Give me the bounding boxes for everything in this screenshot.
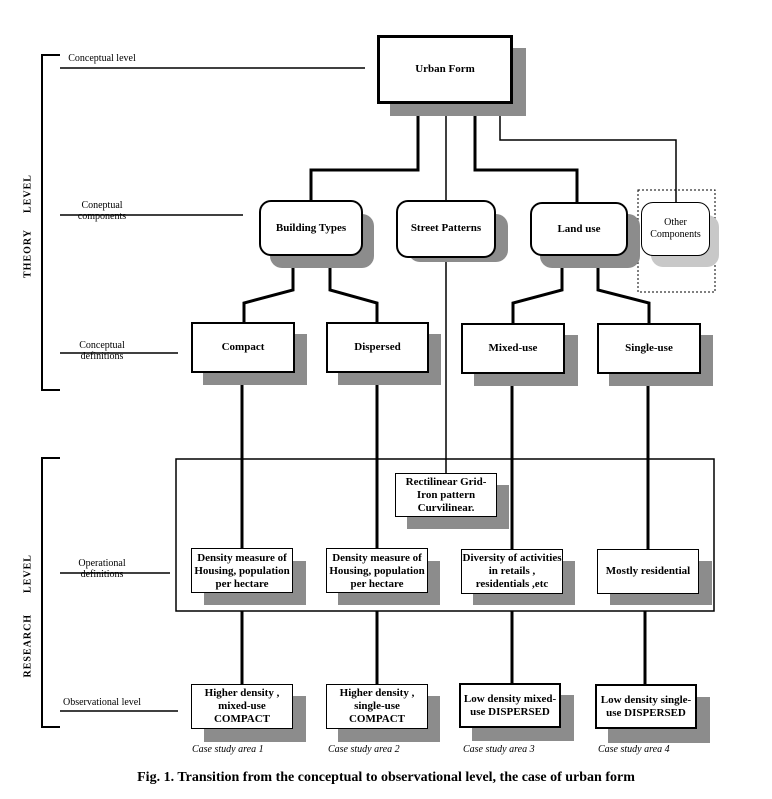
street-patterns-operational-node: Rectilinear Grid-Iron pattern Curvilinea… bbox=[395, 473, 497, 517]
theory-bracket bbox=[41, 54, 60, 391]
mixed-use-node: Mixed-use bbox=[461, 323, 565, 374]
operational-frame bbox=[175, 458, 715, 612]
connector-building-compact bbox=[242, 255, 295, 323]
case-study-label-1: Case study area 1 bbox=[192, 744, 264, 755]
label-conceptual-definitions: Conceptual definitions bbox=[79, 340, 125, 362]
urban-form-node: Urban Form bbox=[377, 35, 513, 104]
mostly-residential-node: Mostly residential bbox=[597, 549, 699, 594]
compact-node: Compact bbox=[191, 322, 295, 373]
figure-caption: Fig. 1. Transition from the conceptual t… bbox=[137, 770, 635, 785]
label-operational-definitions: Operational definitions bbox=[78, 558, 126, 580]
observation-node-4: Low density single-use DISPERSED bbox=[595, 684, 697, 729]
case-study-label-2: Case study area 2 bbox=[328, 744, 400, 755]
vertical-label-research-level: LEVEL bbox=[22, 554, 34, 593]
density-measure-node-2: Density measure of Housing, population p… bbox=[326, 548, 428, 593]
connector-land-mixed bbox=[511, 255, 564, 323]
building-types-node: Building Types bbox=[259, 200, 363, 256]
diversity-node: Diversity of activities in retails , res… bbox=[461, 549, 563, 594]
connector-urban-building bbox=[309, 104, 420, 200]
research-bracket bbox=[41, 457, 60, 728]
connector-land-single bbox=[596, 255, 651, 323]
label-observational-level: Observational level bbox=[62, 697, 142, 708]
label-coneptual-components: Coneptual components bbox=[77, 200, 127, 222]
vertical-label-research: RESEARCH bbox=[22, 613, 34, 678]
vertical-label-theory: THEORY bbox=[22, 229, 34, 278]
case-study-label-3: Case study area 3 bbox=[463, 744, 535, 755]
single-use-node: Single-use bbox=[597, 323, 701, 374]
connector-building-dispersed bbox=[328, 255, 379, 322]
label-conceptual-level: Conceptual level bbox=[68, 53, 136, 64]
dispersed-node: Dispersed bbox=[326, 322, 429, 373]
connector-urban-land bbox=[473, 104, 579, 202]
street-patterns-node: Street Patterns bbox=[396, 200, 496, 258]
observation-node-3: Low density mixed-use DISPERSED bbox=[459, 683, 561, 728]
land-use-node: Land use bbox=[530, 202, 628, 256]
other-components-node: Other Components bbox=[641, 202, 710, 256]
observation-node-2: Higher density , single-use COMPACT bbox=[326, 684, 428, 729]
density-measure-node-1: Density measure of Housing, population p… bbox=[191, 548, 293, 593]
connector-urban-other bbox=[499, 104, 677, 202]
observation-node-1: Higher density , mixed-use COMPACT bbox=[191, 684, 293, 729]
vertical-label-theory-level: LEVEL bbox=[22, 174, 34, 213]
case-study-label-4: Case study area 4 bbox=[598, 744, 670, 755]
